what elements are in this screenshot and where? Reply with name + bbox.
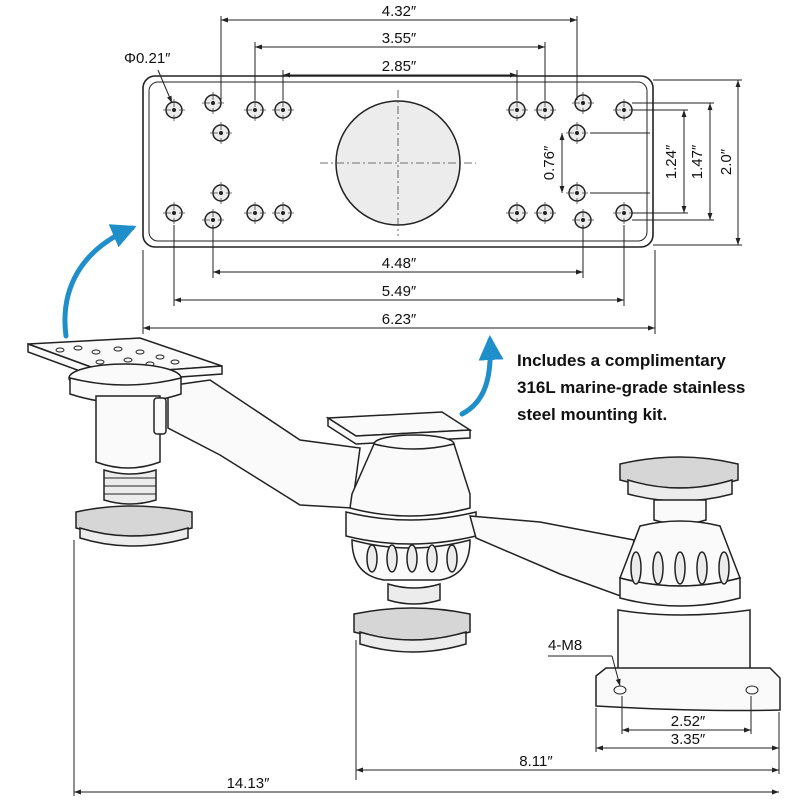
dim-4-m8: 4-M8 bbox=[548, 637, 582, 654]
dim-3-55: 3.55″ bbox=[382, 30, 417, 47]
dim-4-32: 4.32″ bbox=[382, 3, 417, 20]
base-plate bbox=[595, 667, 781, 712]
callout-line-2: 316L marine-grade stainless bbox=[517, 378, 745, 397]
dim-6-23: 6.23″ bbox=[382, 311, 417, 328]
callout-line-3: steel mounting kit. bbox=[517, 405, 667, 424]
pointer-arrow-left bbox=[62, 224, 137, 339]
callout-line-1: Includes a complimentary bbox=[517, 351, 726, 370]
dim-4-48: 4.48″ bbox=[382, 255, 417, 272]
dim-2-0: 2.0″ bbox=[718, 148, 735, 175]
dim-3-35: 3.35″ bbox=[671, 731, 706, 748]
mounting-holes bbox=[163, 92, 635, 231]
plate-top-view bbox=[142, 75, 654, 248]
right-ribbed-base bbox=[619, 577, 741, 607]
rod-holder-mount bbox=[27, 337, 781, 712]
dim-2-52: 2.52″ bbox=[671, 713, 706, 730]
dim-hole-diameter: Φ0.21″ bbox=[124, 50, 171, 67]
dim-5-49: 5.49″ bbox=[382, 283, 417, 300]
dim-14-13: 14.13″ bbox=[227, 775, 271, 792]
dim-0-76: 0.76″ bbox=[541, 145, 558, 180]
dim-8-11: 8.11″ bbox=[519, 753, 553, 770]
dim-2-85: 2.85″ bbox=[382, 58, 417, 75]
dim-1-24: 1.24″ bbox=[663, 144, 680, 179]
plate-dimensions: 4.32″ 3.55″ 2.85″ Φ0.21″ 4.48″ 5.49″ 6.2… bbox=[124, 3, 742, 334]
dim-1-47: 1.47″ bbox=[689, 144, 706, 179]
pointer-arrow-right bbox=[459, 335, 504, 417]
mount-dimensions: 4-M8 2.52″ 3.35″ 8.11″ 14.13″ bbox=[73, 540, 780, 796]
